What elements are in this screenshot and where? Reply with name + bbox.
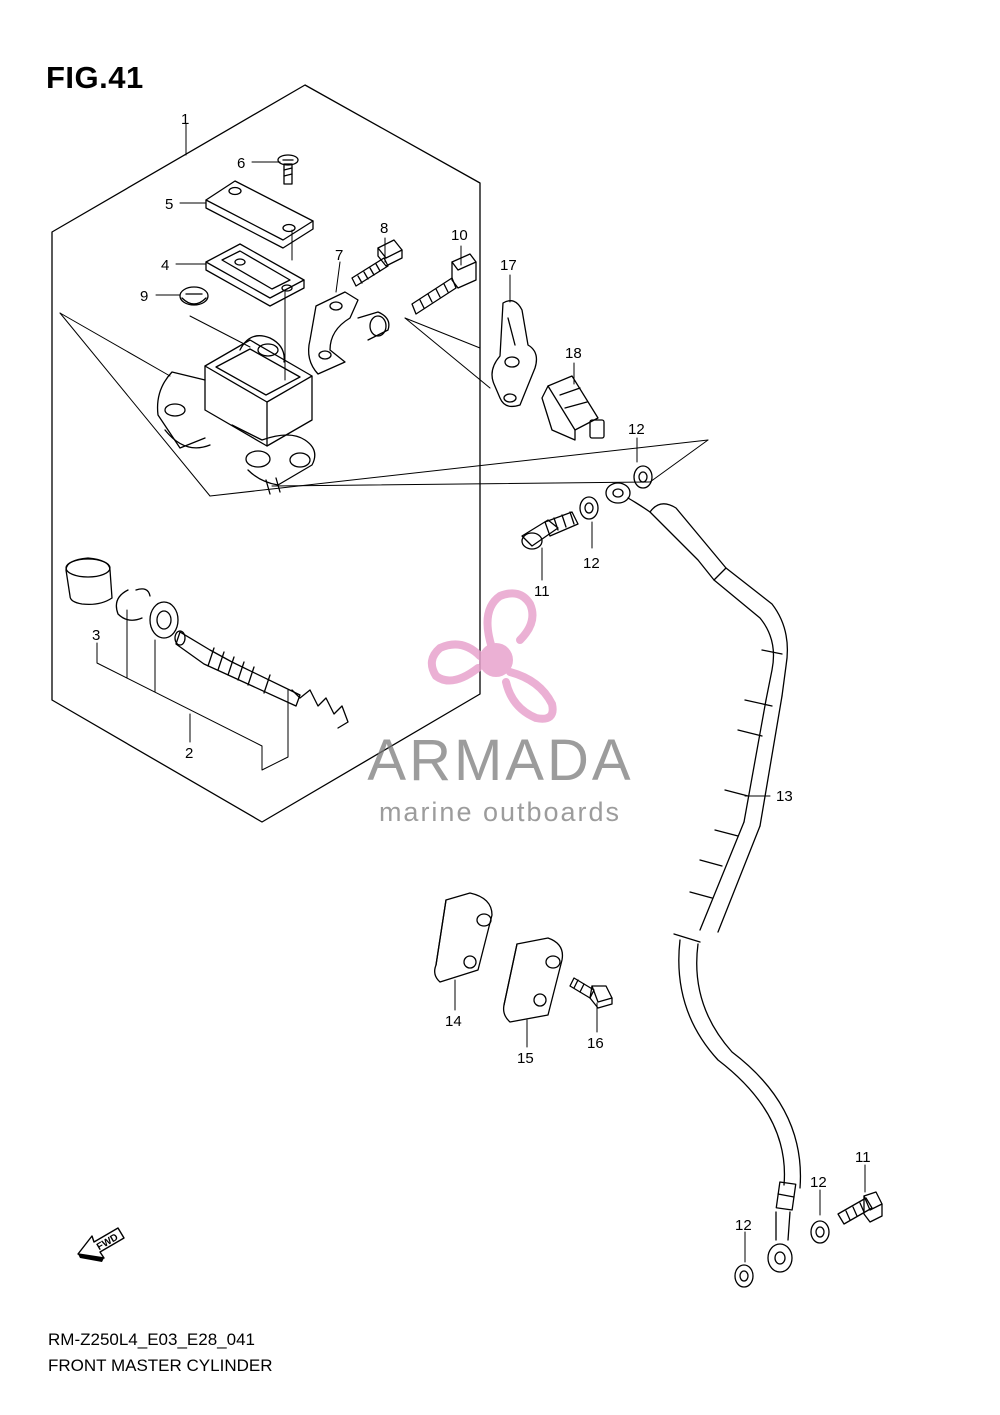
watermark-logo-icon: [427, 589, 557, 723]
callout-3: 3: [92, 627, 100, 644]
fwd-label: FWD: [95, 1232, 120, 1253]
bracket-left: [434, 892, 493, 983]
callout-11-upper: 11: [534, 583, 550, 600]
assembly-outline: [51, 84, 481, 823]
lever-pivot-bolt: [411, 253, 477, 315]
callout-11-lower: 11: [855, 1149, 871, 1166]
callout-14: 14: [445, 1013, 462, 1030]
callout-12-lower-right: 12: [810, 1174, 827, 1191]
diagram-name: FRONT MASTER CYLINDER: [48, 1356, 273, 1375]
bracket-bolt: [569, 977, 613, 1009]
reference-lines: [59, 229, 709, 497]
forward-arrow-icon: FWD: [77, 1227, 125, 1262]
callout-12-upper-right: 12: [628, 421, 645, 438]
watermark-tagline: marine outboards: [378, 797, 622, 827]
piston-kit: [65, 557, 349, 729]
banjo-bolt-lower: [837, 1191, 883, 1225]
callout-17: 17: [500, 257, 517, 274]
leader-lines: [96, 123, 866, 1263]
callout-10: 10: [451, 227, 468, 244]
callout-2: 2: [185, 745, 193, 762]
callout-16: 16: [587, 1035, 604, 1052]
brake-switch: [541, 375, 605, 441]
master-cylinder-body: [156, 335, 316, 495]
callout-1: 1: [181, 111, 189, 128]
callout-7: 7: [335, 247, 343, 264]
diaphragm-plate: [205, 243, 305, 307]
brake-hose: [605, 482, 802, 1273]
bracket-right: [502, 937, 564, 1023]
callout-8: 8: [380, 220, 388, 237]
callout-labels: 1 2 3 4 5 6 7 8 9 10 11 11 12 12 12 12 1…: [92, 111, 871, 1234]
diagram-code: RM-Z250L4_E03_E28_041: [48, 1330, 255, 1349]
brake-lever: [491, 300, 538, 408]
reservoir-plug: [179, 286, 209, 306]
clamp-bolt: [351, 239, 403, 287]
callout-12-upper-left: 12: [583, 555, 600, 572]
callout-4: 4: [161, 257, 169, 274]
handlebar-clamp: [307, 291, 390, 375]
callout-18: 18: [565, 345, 582, 362]
callout-13: 13: [776, 788, 793, 805]
callout-9: 9: [140, 288, 148, 305]
washers-upper: [579, 465, 653, 520]
washers-lower: [734, 1220, 830, 1288]
callout-12-lower-left: 12: [735, 1217, 752, 1234]
cap-screw: [277, 154, 299, 185]
banjo-bolt-upper: [521, 511, 579, 550]
figure-title: FIG.41: [46, 60, 144, 95]
callout-15: 15: [517, 1050, 534, 1067]
callout-6: 6: [237, 155, 245, 172]
callout-5: 5: [165, 196, 173, 213]
watermark-name: ARMADA: [367, 728, 634, 793]
reservoir-cap: [205, 180, 314, 249]
